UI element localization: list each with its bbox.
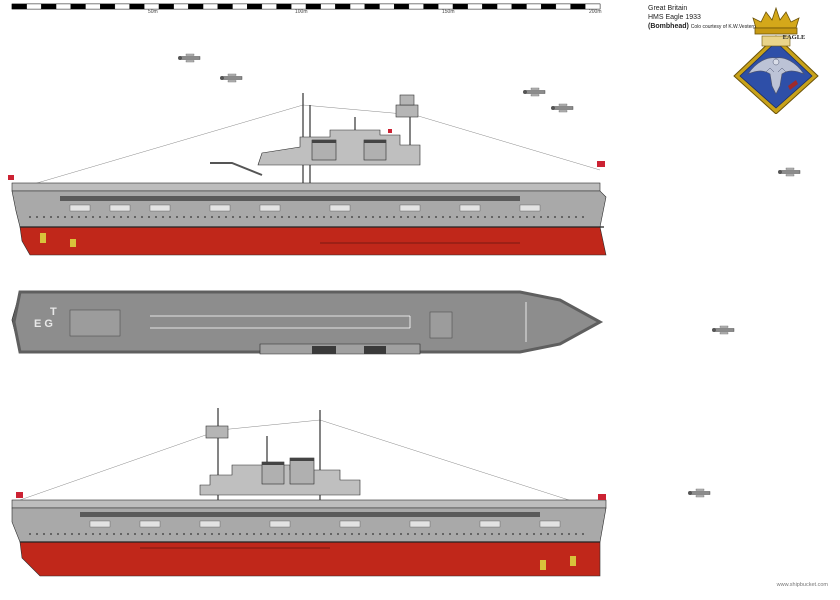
biplane-icon: [551, 103, 574, 113]
biplane-icon: [778, 167, 801, 177]
scale-label-50m: 50m: [148, 9, 158, 15]
deck-code-right: T: [50, 306, 57, 318]
ship-profile-top: [8, 93, 607, 256]
scale-label-100m: 100m: [295, 9, 308, 15]
scale-bar: [11, 3, 601, 10]
scale-label-150m: 150m: [442, 9, 455, 15]
naval-crown-icon: [752, 6, 800, 35]
ship-info: Great Britain HMS Eagle 1933 (Bombhead) …: [648, 4, 766, 32]
biplane-icon: [523, 87, 546, 97]
country-label: Great Britain: [648, 5, 688, 12]
ship-profile-bottom: [11, 408, 607, 577]
scale-label-200m: 200m: [589, 9, 602, 15]
watermark: www.shipbucket.com: [776, 582, 828, 588]
ship-crest-icon: [733, 6, 819, 114]
biplane-icon: [178, 53, 201, 63]
biplane-icon: [220, 73, 243, 83]
credit-name: (Bombhead): [648, 23, 689, 30]
deck-code-left: E G: [34, 318, 53, 330]
ship-plan-view: [11, 290, 604, 355]
biplane-icon: [688, 488, 711, 498]
credit-text: Colo courtesy of K.W.Vestergaard: [690, 24, 766, 30]
biplane-icon: [712, 325, 735, 335]
ship-name-label: HMS Eagle 1933: [648, 14, 701, 21]
eagle-emblem-icon: [747, 57, 805, 95]
credit-line: (Bombhead) Colo courtesy of K.W.Vesterga…: [648, 22, 766, 32]
crest-name-label: EAGLE: [782, 34, 806, 41]
